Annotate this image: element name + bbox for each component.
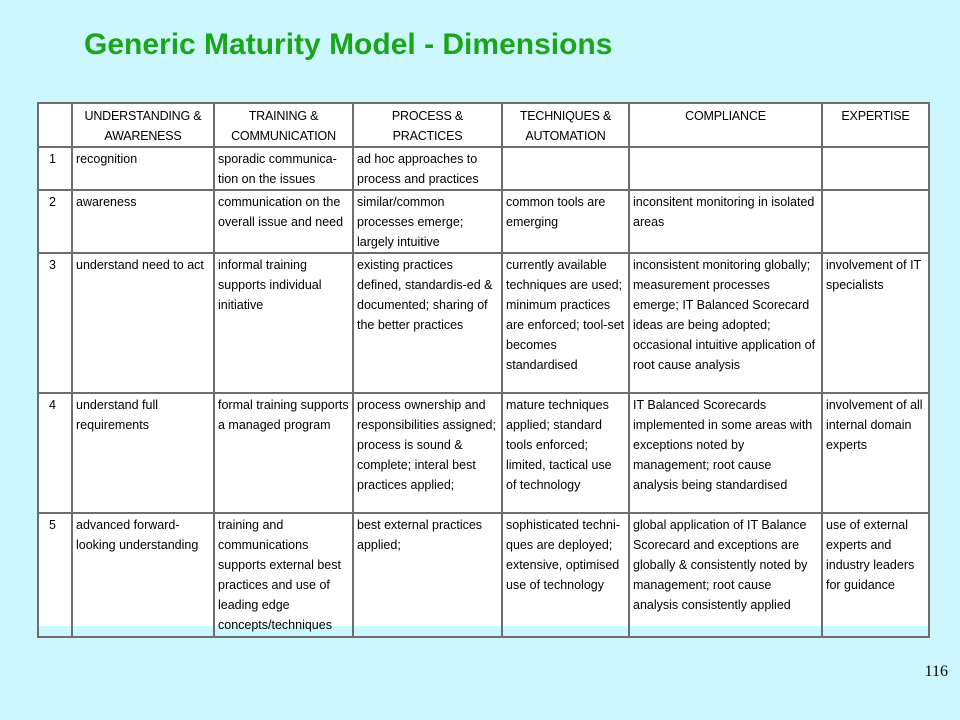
- header-cell-training: TRAINING & COMMUNICATION: [213, 102, 354, 148]
- training-cell: communication on the overall issue and n…: [213, 189, 354, 254]
- process-cell: similar/common processes emerge; largely…: [352, 189, 503, 254]
- training-cell: formal training supports a managed progr…: [213, 392, 354, 514]
- header-cell-techniques: TECHNIQUES & AUTOMATION: [501, 102, 630, 148]
- process-cell: ad hoc approaches to process and practic…: [352, 146, 503, 191]
- process-cell: process ownership and responsibilities a…: [352, 392, 503, 514]
- expertise-cell: involvement of IT specialists: [821, 252, 930, 394]
- level-cell: 1: [37, 146, 73, 191]
- expertise-cell: [821, 146, 930, 191]
- expertise-cell: [821, 189, 930, 254]
- compliance-cell: inconsitent monitoring in isolated areas: [628, 189, 823, 254]
- techniques-cell: currently available techniques are used;…: [501, 252, 630, 394]
- understanding-cell: understand need to act: [71, 252, 215, 394]
- level-cell: 2: [37, 189, 73, 254]
- table-row: 3 understand need to act informal traini…: [37, 252, 930, 394]
- table-row: 2 awareness communication on the overall…: [37, 189, 930, 254]
- header-cell-process: PROCESS & PRACTICES: [352, 102, 503, 148]
- expertise-cell: involvement of all internal domain exper…: [821, 392, 930, 514]
- table-row: 1 recognition sporadic communica-tion on…: [37, 146, 930, 191]
- understanding-cell: advanced forward-looking understanding: [71, 512, 215, 638]
- training-cell: sporadic communica-tion on the issues: [213, 146, 354, 191]
- level-cell: 5: [37, 512, 73, 638]
- header-cell-expertise: EXPERTISE: [821, 102, 930, 148]
- page-number: 116: [924, 663, 948, 680]
- header-cell-understanding: UNDERSTANDING & AWARENESS: [71, 102, 215, 148]
- maturity-table: UNDERSTANDING & AWARENESS TRAINING & COM…: [37, 102, 930, 638]
- table-row: 5 advanced forward-looking understanding…: [37, 512, 930, 638]
- header-cell-level: [37, 102, 73, 148]
- training-cell: training and communications supports ext…: [213, 512, 354, 638]
- techniques-cell: mature techniques applied; standard tool…: [501, 392, 630, 514]
- compliance-cell: IT Balanced Scorecards implemented in so…: [628, 392, 823, 514]
- training-cell: informal training supports individual in…: [213, 252, 354, 394]
- table-row: 4 understand full requirements formal tr…: [37, 392, 930, 514]
- header-row: UNDERSTANDING & AWARENESS TRAINING & COM…: [37, 102, 930, 148]
- compliance-cell: inconsistent monitoring globally; measur…: [628, 252, 823, 394]
- maturity-table-container: UNDERSTANDING & AWARENESS TRAINING & COM…: [37, 102, 930, 638]
- slide-title: Generic Maturity Model - Dimensions: [84, 28, 613, 61]
- compliance-cell: global application of IT Balance Scoreca…: [628, 512, 823, 638]
- process-cell: existing practices defined, standardis-e…: [352, 252, 503, 394]
- header-cell-compliance: COMPLIANCE: [628, 102, 823, 148]
- compliance-cell: [628, 146, 823, 191]
- process-cell: best external practices applied;: [352, 512, 503, 638]
- level-cell: 3: [37, 252, 73, 394]
- expertise-cell: use of external experts and industry lea…: [821, 512, 930, 638]
- understanding-cell: awareness: [71, 189, 215, 254]
- level-cell: 4: [37, 392, 73, 514]
- techniques-cell: sophisticated techni-ques are deployed; …: [501, 512, 630, 638]
- understanding-cell: understand full requirements: [71, 392, 215, 514]
- techniques-cell: [501, 146, 630, 191]
- understanding-cell: recognition: [71, 146, 215, 191]
- techniques-cell: common tools are emerging: [501, 189, 630, 254]
